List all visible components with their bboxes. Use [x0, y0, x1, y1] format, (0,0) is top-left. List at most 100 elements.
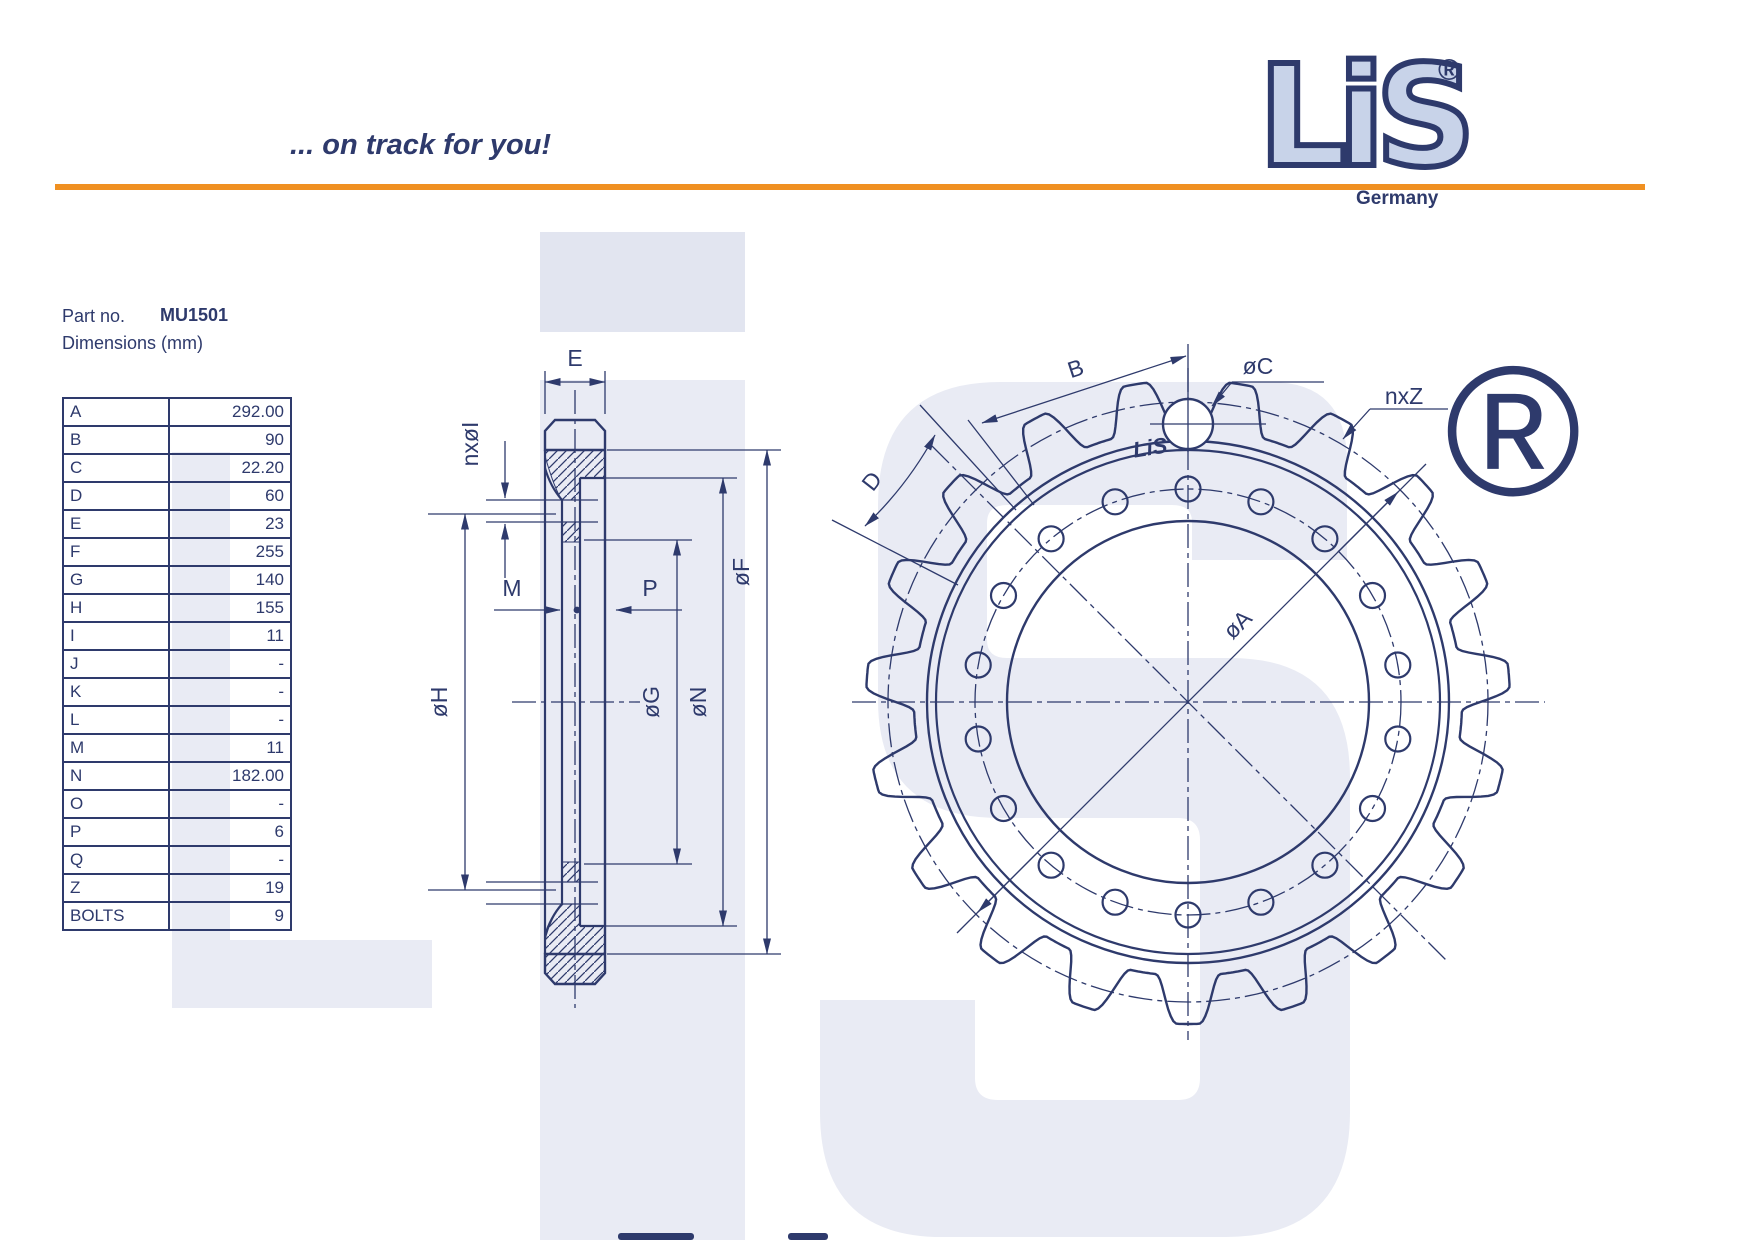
dim-key: D [62, 481, 170, 511]
dim-key: N [62, 761, 170, 791]
background-watermark: ® [172, 232, 1581, 1240]
cropped-footer-mark [618, 1233, 828, 1240]
dim-label-b: B [1064, 354, 1087, 383]
watermark-registered-icon: ® [1445, 329, 1581, 535]
dim-label-p: P [642, 575, 657, 601]
bolt-hole [1174, 901, 1202, 929]
bolt-hole [1358, 794, 1387, 823]
dim-label-n: øN [685, 687, 711, 718]
dim-val: 140 [168, 565, 292, 595]
part-number: MU1501 [160, 305, 229, 325]
logo-letters: LiS [1255, 36, 1479, 199]
dim-key: L [62, 705, 170, 735]
bolt-hole [1037, 851, 1065, 879]
dim-key: M [62, 733, 170, 763]
bolt-hole [1101, 488, 1129, 516]
dim-key: P [62, 817, 170, 847]
dim-label-m: M [502, 575, 521, 601]
dim-val: - [168, 677, 292, 707]
bolt-holes [964, 475, 1412, 929]
bolt-hole [1101, 888, 1129, 916]
dim-f: øF [607, 449, 781, 955]
section-body-lines [486, 448, 607, 956]
tagline: ... on track for you! [290, 129, 552, 161]
table-row: J- [62, 649, 292, 679]
dim-label-e: E [567, 345, 582, 371]
logo-country: Germany [1356, 188, 1439, 209]
dim-val: 182.00 [168, 761, 292, 791]
watermark-letter-s [820, 382, 1350, 1237]
company-logo: LiS ® Germany [1255, 36, 1479, 221]
part-no-label: Part no. [62, 306, 126, 326]
bolt-hole [1384, 651, 1412, 679]
dim-val: - [168, 705, 292, 735]
dim-val: - [168, 845, 292, 875]
section-hatch-bottom-hub [561, 861, 581, 883]
dim-key: G [62, 565, 170, 595]
bolt-circle [974, 488, 1402, 916]
watermark-letter-i-dot [540, 232, 745, 332]
dim-val: 9 [168, 901, 292, 931]
bolt-hole [1037, 525, 1065, 553]
sprocket-teeth-outline [865, 381, 1511, 1026]
table-row: K- [62, 677, 292, 707]
bolt-hole [1247, 888, 1275, 916]
section-view: E nxøI M P [426, 345, 781, 1008]
table-row: L- [62, 705, 292, 735]
dim-e: E [544, 345, 606, 414]
bolt-hole [1358, 581, 1387, 610]
bolt-hole [1311, 525, 1339, 553]
dim-val: 19 [168, 873, 292, 903]
dim-key: I [62, 621, 170, 651]
dim-val: 90 [168, 425, 292, 455]
dim-label-c: øC [1243, 353, 1274, 379]
dim-nxi: nxøI [457, 422, 509, 578]
dim-label-nxz: nxZ [1385, 383, 1423, 409]
dim-nxz: nxZ [1342, 383, 1448, 440]
dim-val: 11 [168, 733, 292, 763]
bolt-hole [1311, 851, 1339, 879]
dim-val: 22.20 [168, 453, 292, 483]
bolt-hole [989, 581, 1018, 610]
dim-val: 23 [168, 509, 292, 539]
dim-p: P [615, 575, 682, 614]
dim-val: - [168, 649, 292, 679]
dim-c: øC [1211, 353, 1324, 407]
dim-key: J [62, 649, 170, 679]
dim-key: BOLTS [62, 901, 170, 931]
dim-key: Q [62, 845, 170, 875]
dim-key: B [62, 425, 170, 455]
dim-val: - [168, 789, 292, 819]
table-row: Q- [62, 845, 292, 875]
dim-key: E [62, 509, 170, 539]
section-hatch-top-hub [561, 521, 581, 543]
dim-key: H [62, 593, 170, 623]
dim-val: 292.00 [168, 397, 292, 427]
dim-label-f: øF [728, 558, 754, 586]
bore-circle [1005, 519, 1371, 885]
dim-n: øN [605, 477, 737, 927]
bolt-hole [1247, 488, 1275, 516]
registered-trademark-icon: ® [1438, 54, 1461, 87]
dim-val: 255 [168, 537, 292, 567]
dim-label-h: øH [426, 687, 452, 718]
bolt-hole [1384, 725, 1412, 753]
dim-g: øG [584, 539, 692, 865]
table-row: O- [62, 789, 292, 819]
